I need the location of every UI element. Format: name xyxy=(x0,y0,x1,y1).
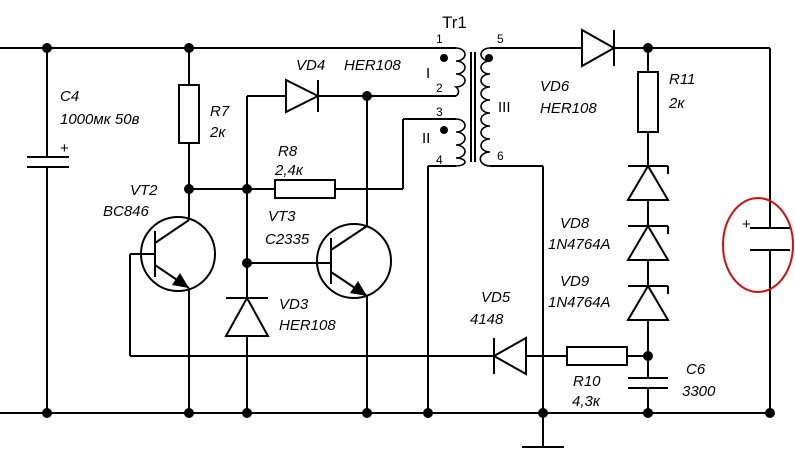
winding-iii xyxy=(479,47,491,167)
vd6-ref: VD6 xyxy=(540,78,570,95)
r7-value: 2к xyxy=(209,124,226,141)
c4-ref: C4 xyxy=(60,88,79,105)
pin-5: 5 xyxy=(497,32,504,46)
r8-ref: R8 xyxy=(278,143,298,160)
c6-value: 3300 xyxy=(682,383,716,400)
resistor-r8: R8 2,4к xyxy=(274,118,456,199)
winding-iii-label: III xyxy=(498,99,511,116)
vd5-ref: VD5 xyxy=(481,289,511,306)
diode-vd3: VD3 HER108 xyxy=(224,295,336,413)
diode-vd6: VD6 HER108 xyxy=(540,28,617,117)
vd3-ref: VD3 xyxy=(279,296,309,313)
pin-6: 6 xyxy=(497,149,504,163)
transformer-tr1: Tr1 1 2 3 4 5 6 I II III xyxy=(422,13,564,448)
r7-ref: R7 xyxy=(210,103,230,120)
output-rail xyxy=(496,47,771,413)
vd5-value: 4148 xyxy=(470,311,504,328)
vd8-ref: VD8 xyxy=(560,215,590,232)
r11-ref: R11 xyxy=(669,71,695,88)
pin-1: 1 xyxy=(436,32,443,46)
c4-plus-sign: + xyxy=(60,140,69,157)
vd8-value: 1N4764A xyxy=(548,236,611,253)
diode-vd4: VD4 HER108 xyxy=(247,57,456,114)
highlight-circle xyxy=(722,197,794,293)
r11-value: 2к xyxy=(668,95,685,112)
pin-2: 2 xyxy=(436,81,443,95)
vd9-value: 1N4764A xyxy=(548,294,611,311)
winding-i xyxy=(453,47,466,97)
pin-3: 3 xyxy=(436,105,443,119)
vt2-value: BC846 xyxy=(103,203,150,220)
r10-value: 4,3к xyxy=(572,393,601,410)
capacitor-c4: + C4 1000мк 50в xyxy=(27,48,140,413)
vt3-ref: VT3 xyxy=(268,208,296,225)
output-capacitor: + xyxy=(722,197,794,293)
transistor-vt3: VT3 C2335 xyxy=(265,96,392,413)
winding-ii-label: II xyxy=(422,130,430,147)
junction-dots xyxy=(42,43,775,418)
output-cap-plus: + xyxy=(742,216,751,233)
feedback-path: VD5 4148 R10 4,3к xyxy=(130,289,648,410)
c6-ref: C6 xyxy=(686,361,706,378)
vt2-ref: VT2 xyxy=(130,182,158,199)
pin-4: 4 xyxy=(436,153,443,167)
vd9-ref: VD9 xyxy=(560,273,590,290)
vd4-ref: VD4 xyxy=(296,57,325,74)
vd3-value: HER108 xyxy=(279,317,336,334)
r10-ref: R10 xyxy=(573,373,601,390)
zener-stack: VD8 1N4764A VD9 1N4764A xyxy=(548,164,670,378)
vd4-value: HER108 xyxy=(344,57,401,74)
winding-ii xyxy=(455,118,466,167)
capacitor-c6: C6 3300 xyxy=(628,361,716,413)
winding-i-label: I xyxy=(426,65,430,82)
r8-value: 2,4к xyxy=(274,162,304,179)
vd6-value: HER108 xyxy=(540,100,597,117)
vt3-value: C2335 xyxy=(265,231,310,248)
tr1-ref: Tr1 xyxy=(442,13,467,32)
transistor-vt2: VT2 BC846 xyxy=(103,182,216,413)
resistor-r11: R11 2к xyxy=(637,48,695,166)
resistor-r7: R7 2к xyxy=(178,48,230,189)
c4-value: 1000мк 50в xyxy=(60,111,140,128)
